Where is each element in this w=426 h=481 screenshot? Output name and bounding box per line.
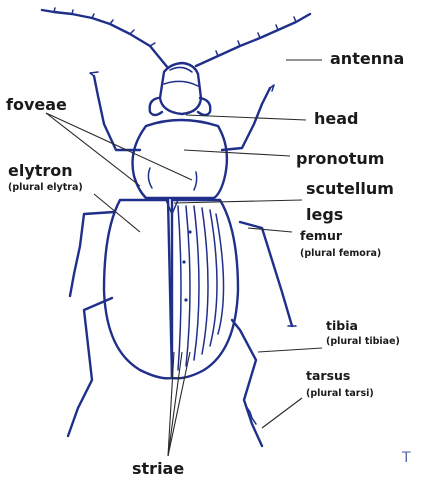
- elytra-shape: [104, 200, 238, 378]
- front-legs: [90, 72, 274, 150]
- label-pronotum: pronotum: [296, 149, 384, 168]
- label-antenna: antenna: [330, 49, 404, 68]
- label-foveae: foveae: [6, 95, 67, 114]
- label-head: head: [314, 109, 359, 128]
- label-scutellum: scutellum: [306, 179, 394, 198]
- head-shape: [150, 63, 211, 115]
- label-femur-plural: (plural femora): [300, 248, 381, 259]
- label-elytron-plural: (plural elytra): [8, 182, 83, 193]
- label-tarsus-plural: (plural tarsi): [306, 388, 374, 399]
- label-tarsus: tarsus: [306, 368, 350, 383]
- antennae: [42, 8, 310, 68]
- beetle-illustration: [42, 8, 310, 446]
- label-femur: femur: [300, 228, 343, 243]
- label-tibia: tibia: [326, 318, 358, 333]
- corner-mark: T: [401, 450, 411, 466]
- label-elytron: elytron: [8, 161, 73, 180]
- label-legs: legs: [306, 205, 343, 224]
- label-tibia-plural: (plural tibiae): [326, 336, 400, 347]
- label-striae: striae: [132, 459, 184, 478]
- hind-legs: [68, 298, 262, 446]
